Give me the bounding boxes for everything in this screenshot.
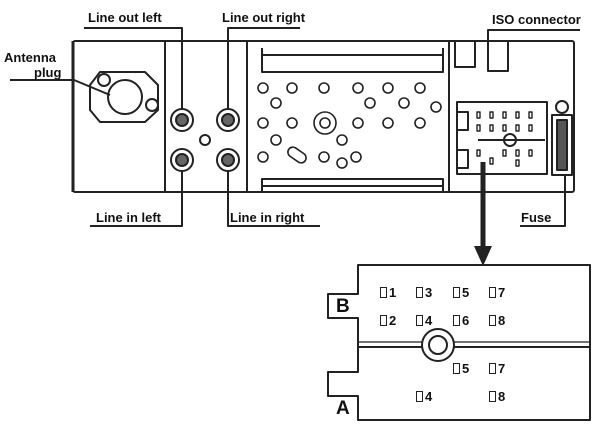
iso-connector-socket: [456, 101, 548, 175]
iso-connector-detail: [327, 264, 591, 421]
label-iso-connector: ISO connector: [492, 12, 581, 27]
label-line-out-right: Line out right: [222, 10, 306, 25]
pin-a5: 5: [453, 362, 469, 376]
pin-b8: 8: [489, 314, 505, 328]
label-line-out-left: Line out left: [88, 10, 162, 25]
pin-b6: 6: [453, 314, 469, 328]
label-line-in-left: Line in left: [96, 210, 161, 225]
label-fuse: Fuse: [521, 210, 552, 225]
row-a-letter: A: [336, 398, 350, 419]
radio-chassis: [71, 40, 575, 193]
callout-lines: [10, 27, 580, 227]
row-b-letter: B: [336, 296, 350, 317]
antenna-plug: [89, 71, 159, 123]
label-antenna-line2: plug: [34, 65, 62, 80]
pin-b2: 2: [380, 314, 396, 328]
detail-arrow: [474, 162, 492, 266]
ventilation-holes: [257, 82, 442, 169]
pin-b7: 7: [489, 286, 505, 300]
pin-a4: 4: [416, 390, 432, 404]
pin-b1: 1: [380, 286, 396, 300]
label-line-in-right: Line in right: [230, 210, 305, 225]
rca-line-in-left: [170, 148, 194, 172]
pin-b3: 3: [416, 286, 432, 300]
rca-line-out-left: [170, 108, 194, 132]
label-antenna-line1: Antenna: [4, 50, 56, 65]
rca-line-in-right: [216, 148, 240, 172]
pin-b4: 4: [416, 314, 432, 328]
rca-line-out-right: [216, 108, 240, 132]
pin-b5: 5: [453, 286, 469, 300]
pin-a8: 8: [489, 390, 505, 404]
fuse-holder: [551, 100, 573, 176]
pin-a7: 7: [489, 362, 505, 376]
